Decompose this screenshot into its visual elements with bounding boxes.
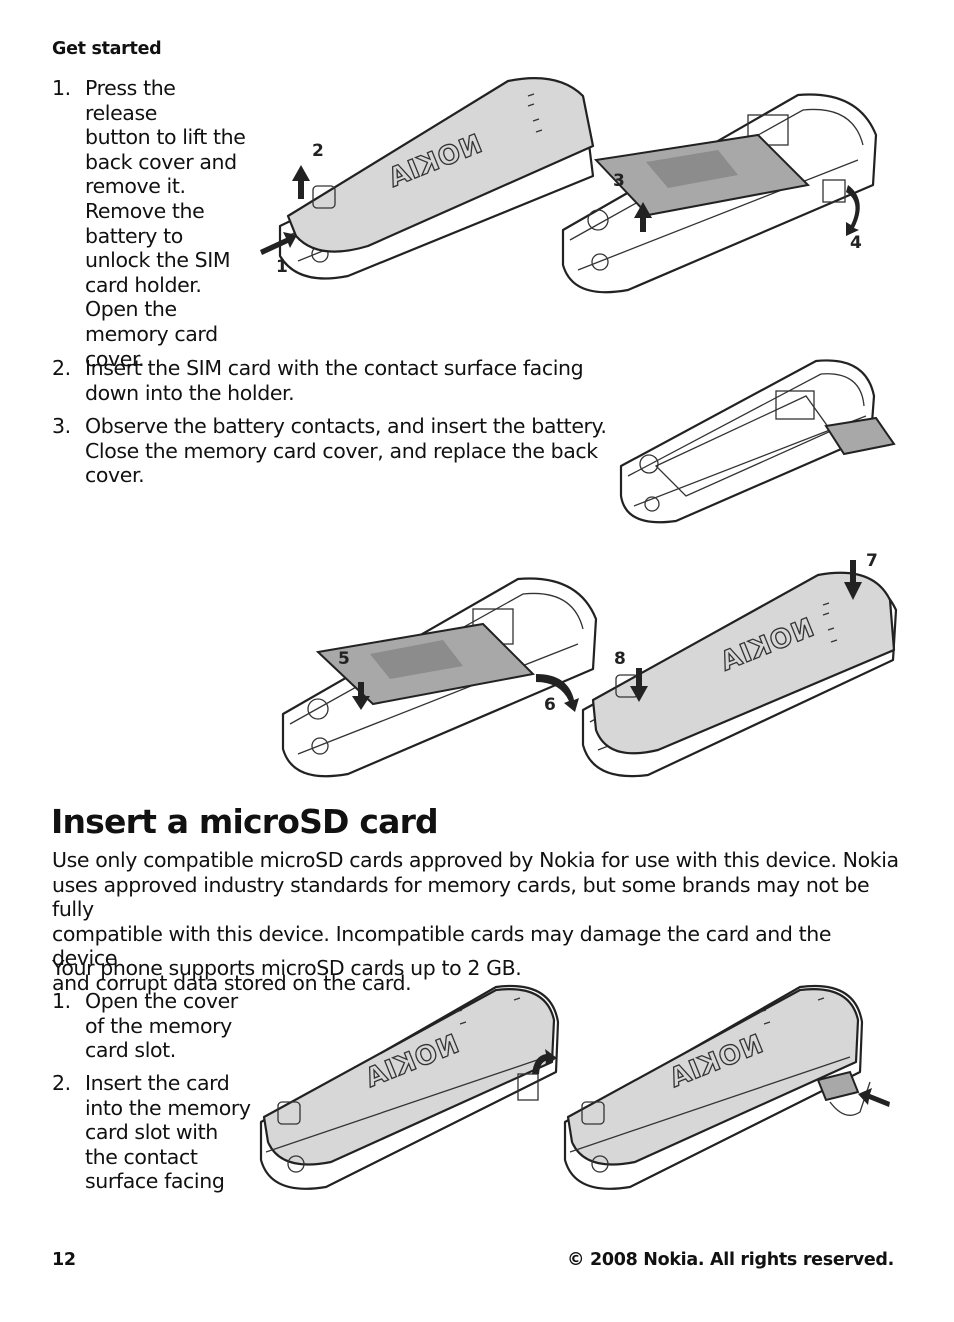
open-cover-arrow-icon [846, 185, 860, 236]
close-cover-arrow-icon [536, 674, 579, 712]
microsd-card-shape [816, 1070, 860, 1102]
replace-cover-illustration: NOKIA 7 8 [581, 551, 898, 778]
copyright-notice: © 2008 Nokia. All rights reserved. [566, 1250, 894, 1270]
sd-step-1-text: Open the cover of the memory card slot. [85, 989, 238, 1063]
lift-arrow-icon [292, 165, 310, 199]
card-slot-cover-shape [517, 1073, 539, 1101]
callout-7: 7 [866, 551, 878, 571]
sd-step-2-text: Insert the card into the memory card slo… [85, 1071, 251, 1194]
step-1-number: 1. [52, 76, 71, 100]
insert-sim-illustration [619, 359, 896, 524]
callout-1: 1 [276, 257, 288, 277]
callout-6: 6 [544, 695, 556, 715]
open-slot-arrow-icon [532, 1049, 557, 1074]
press-cover-arrow-icon [630, 668, 648, 702]
step-3-number: 3. [52, 414, 71, 438]
step-1-text: Press the release button to lift the bac… [85, 76, 246, 371]
callout-2: 2 [312, 141, 324, 161]
sd-step-2-number: 2. [52, 1071, 71, 1095]
sd-step-1-number: 1. [52, 989, 71, 1013]
insert-microsd-illustration: NOKIA [563, 984, 890, 1190]
lift-back-cover-illustration: NOKIA 2 1 [260, 77, 595, 280]
step-2-number: 2. [52, 356, 71, 380]
sim-card-shape [824, 416, 896, 456]
insert-battery-illustration: 5 6 [281, 577, 598, 778]
section-header: Get started [52, 39, 162, 59]
page-number: 12 [52, 1250, 76, 1270]
remove-battery-arrow-icon [634, 202, 652, 232]
open-card-slot-illustration: NOKIA [259, 984, 560, 1190]
push-arrow-icon [260, 232, 297, 255]
insert-card-arrow-icon [858, 1088, 890, 1107]
insert-battery-arrow-icon [352, 682, 370, 710]
remove-battery-illustration: 3 4 [561, 93, 878, 294]
intro-paragraph: Use only compatible microSD cards approv… [52, 848, 899, 995]
callout-3: 3 [613, 171, 625, 191]
section-heading: Insert a microSD card [51, 802, 439, 841]
step-2-text: Insert the SIM card with the contact sur… [85, 356, 584, 405]
step-3-text: Observe the battery contacts, and insert… [85, 414, 607, 488]
support-note: Your phone supports microSD cards up to … [52, 956, 522, 980]
callout-8: 8 [614, 649, 626, 669]
press-down-arrow-icon [844, 560, 862, 600]
callout-5: 5 [338, 649, 350, 669]
callout-4: 4 [850, 233, 862, 253]
